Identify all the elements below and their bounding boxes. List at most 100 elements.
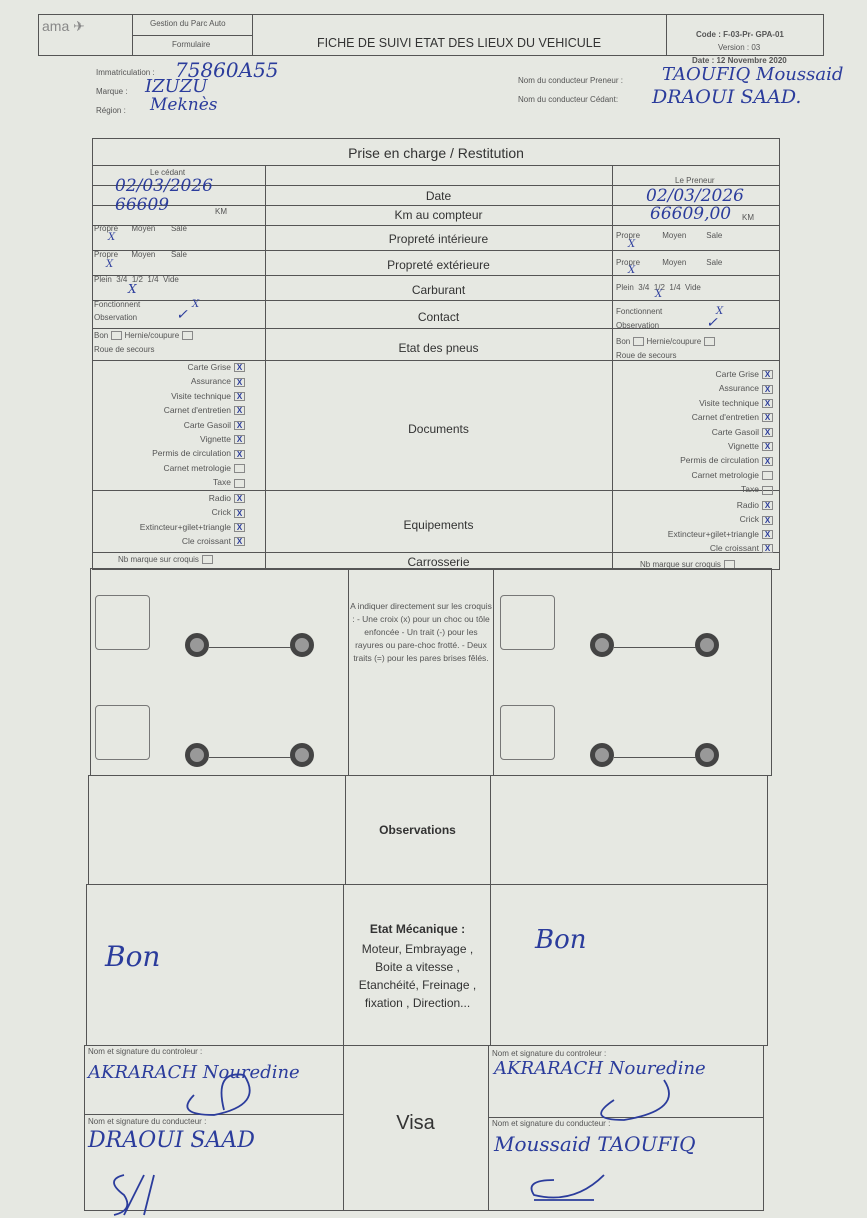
checklist-item-label: Carnet d'entretien xyxy=(163,405,231,416)
region-label: Région : xyxy=(96,106,126,115)
preneur-observation: Observation xyxy=(616,321,660,330)
checklist-item-label: Carte Grise xyxy=(187,362,231,372)
preneur-prop-int: Propre Moyen Sale xyxy=(616,231,723,240)
checklist-item-label: Carnet metrologie xyxy=(691,469,759,480)
checklist-item-label: Carte Grise xyxy=(715,369,759,379)
row-divider xyxy=(92,328,780,329)
immat-label: Immatriculation : xyxy=(96,68,155,77)
cedant-km: 66609 xyxy=(115,195,170,215)
km-unit: KM xyxy=(742,213,754,222)
wheel-sketch xyxy=(695,633,719,657)
checkbox[interactable]: X xyxy=(762,515,773,525)
controleur-left-signature: AKRARACH Nouredine xyxy=(88,1062,300,1083)
checkbox[interactable]: X xyxy=(234,494,245,504)
checkbox[interactable]: X xyxy=(234,363,245,373)
wheel-sketch xyxy=(695,743,719,767)
cedant-value: DRAOUI SAAD. xyxy=(652,86,802,108)
cedant-label: Nom du conducteur Cédant: xyxy=(518,95,619,104)
checklist-item-label: Permis de circulation xyxy=(680,455,759,466)
km-unit: KM xyxy=(215,207,227,216)
cedant-fonctionnent: Fonctionnent xyxy=(94,300,141,309)
checkbox[interactable]: X xyxy=(762,456,773,466)
row-divider xyxy=(92,300,780,301)
conducteur-right-signature: Moussaid TAOUFIQ xyxy=(494,1132,696,1156)
preneur-km: 66609,00 xyxy=(650,204,732,224)
checklist-item-label: Assurance xyxy=(190,376,231,387)
row-divider xyxy=(92,490,780,491)
checklist-item-label: Taxe xyxy=(213,477,231,488)
checklist-item-label: Radio xyxy=(736,500,759,510)
checklist-item-label: Visite technique xyxy=(171,390,231,401)
checkbox[interactable]: X xyxy=(762,427,773,437)
preneur-pneus: Bon Hernie/coupure xyxy=(616,337,716,347)
checkbox[interactable]: X xyxy=(762,399,773,409)
checklist-item-label: Permis de circulation xyxy=(152,448,231,459)
checkbox[interactable] xyxy=(762,485,773,495)
wheel-sketch xyxy=(290,743,314,767)
checklist-item-label: Taxe xyxy=(741,484,759,495)
checkbox[interactable]: X xyxy=(762,501,773,511)
form-version: Version : 03 xyxy=(718,43,761,52)
checkbox[interactable]: X xyxy=(234,420,245,430)
checkbox[interactable]: X xyxy=(234,392,245,402)
checkbox[interactable]: X xyxy=(762,384,773,394)
cedant-carburant: Plein 3/4 1/2 1/4 Vide xyxy=(94,275,179,284)
checkbox[interactable]: X xyxy=(234,449,245,459)
checkbox[interactable]: X xyxy=(234,537,245,547)
etat-mecanique-title: Etat Mécanique : xyxy=(369,922,466,936)
etat-mecanique-desc: Moteur, Embrayage , Boite a vitesse , Et… xyxy=(358,942,477,1010)
visa-box xyxy=(84,1045,764,1211)
checkbox[interactable]: X xyxy=(762,413,773,423)
checkbox[interactable]: X xyxy=(234,508,245,518)
observations-label: Observations xyxy=(379,823,456,837)
visa-label: Visa xyxy=(396,1112,435,1134)
form-title: FICHE DE SUIVI ETAT DES LIEUX DU VEHICUL… xyxy=(316,36,602,50)
row-carrosserie: Carrosserie xyxy=(407,555,470,569)
preneur-value: TAOUFIQ Moussaid xyxy=(662,64,844,85)
checkbox[interactable]: X xyxy=(234,523,245,533)
checkbox[interactable]: X xyxy=(762,442,773,452)
checkbox[interactable]: X xyxy=(762,370,773,380)
row-divider xyxy=(92,275,780,276)
checklist-item: Taxe xyxy=(95,475,245,489)
checkbox[interactable]: X xyxy=(762,544,773,554)
checklist-item-label: Carte Gasoil xyxy=(183,419,231,430)
cedant-prop-ext: Propre Moyen Sale xyxy=(94,250,187,259)
checkbox[interactable]: X xyxy=(234,377,245,387)
checkbox[interactable]: X xyxy=(234,406,245,416)
conducteur-label: Nom et signature du conducteur : xyxy=(88,1117,207,1126)
checklist-item-label: Assurance xyxy=(718,383,759,394)
dept-label: Gestion du Parc Auto xyxy=(150,19,226,28)
controleur-label: Nom et signature du controleur : xyxy=(88,1047,203,1056)
checkbox[interactable] xyxy=(234,464,245,474)
check-mark: X xyxy=(108,232,116,243)
cedant-date: 02/03/2026 xyxy=(115,176,213,196)
checkbox[interactable] xyxy=(762,471,773,481)
preneur-roue: Roue de secours xyxy=(616,351,677,360)
check-mark: X xyxy=(192,299,200,310)
wheel-sketch xyxy=(185,743,209,767)
row-divider xyxy=(92,225,780,226)
checkbox[interactable]: X xyxy=(234,435,245,445)
checkbox[interactable] xyxy=(234,478,245,488)
checkbox[interactable]: X xyxy=(762,530,773,540)
checklist-item-label: Carnet d'entretien xyxy=(691,412,759,423)
